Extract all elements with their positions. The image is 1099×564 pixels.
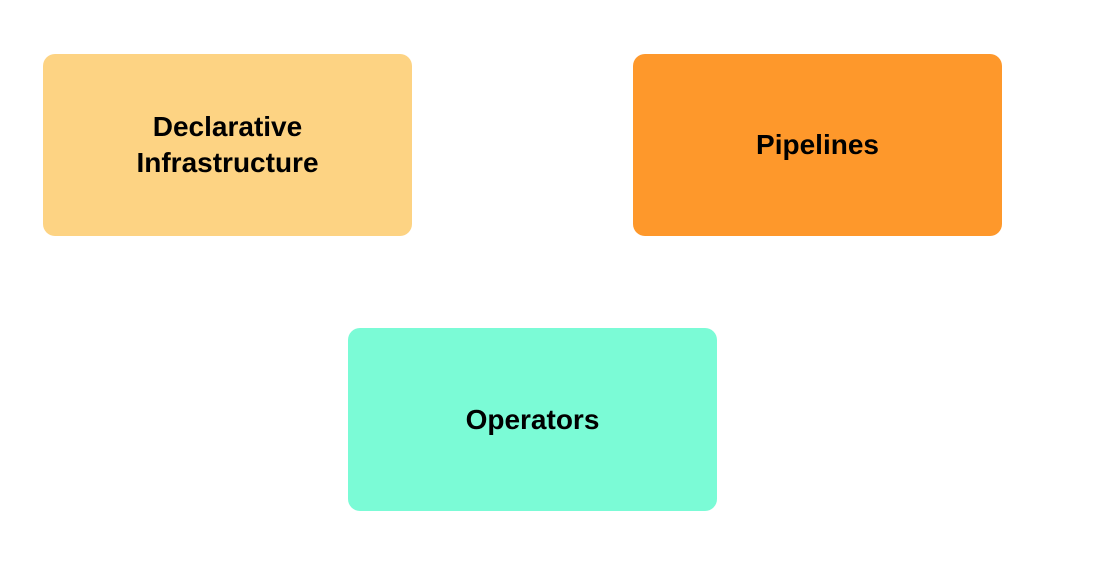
operators-box: Operators	[348, 328, 717, 511]
pipelines-box: Pipelines	[633, 54, 1002, 236]
declarative-infrastructure-label: Declarative Infrastructure	[136, 111, 319, 178]
operators-label: Operators	[465, 403, 600, 435]
pipelines-label: Pipelines	[756, 129, 879, 160]
declarative-infrastructure-box: Declarative Infrastructure	[43, 54, 412, 236]
